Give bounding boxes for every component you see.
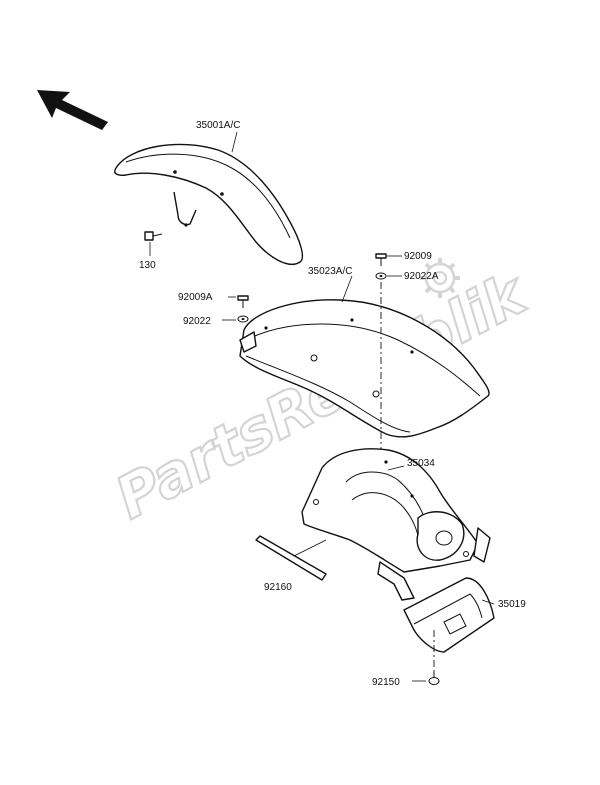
washer-92022 [237, 315, 249, 323]
label-rear-fender: 35023A/C [308, 266, 352, 277]
washer-92022a [375, 272, 387, 280]
label-strip-92160: 92160 [264, 582, 292, 593]
label-front-fender: 35001A/C [196, 120, 240, 131]
inner-fender [301, 448, 491, 601]
part-labels: 35001A/C 130 92009 92022A 35023A/C 92009… [139, 120, 526, 688]
label-bolt-92009a: 92009A [178, 292, 213, 303]
bolt-92150 [428, 672, 440, 685]
bolt-92009a [237, 295, 249, 308]
direction-arrow-icon [37, 90, 108, 130]
label-bolt-130: 130 [139, 260, 156, 271]
leader-lines [149, 131, 495, 682]
rear-fender [239, 299, 490, 438]
bolt-130 [144, 231, 163, 241]
label-bolt-92009: 92009 [404, 251, 432, 262]
label-bracket-35019: 35019 [498, 599, 526, 610]
strip-92160 [255, 535, 327, 581]
bracket-35019 [403, 577, 495, 653]
label-bolt-92150: 92150 [372, 677, 400, 688]
gear-logo-icon [420, 258, 460, 298]
label-washer-92022a: 92022A [404, 271, 439, 282]
front-fender [114, 143, 304, 265]
label-inner-fender: 35034 [407, 458, 435, 469]
label-washer-92022: 92022 [183, 316, 211, 327]
bolt-92009 [375, 253, 387, 266]
